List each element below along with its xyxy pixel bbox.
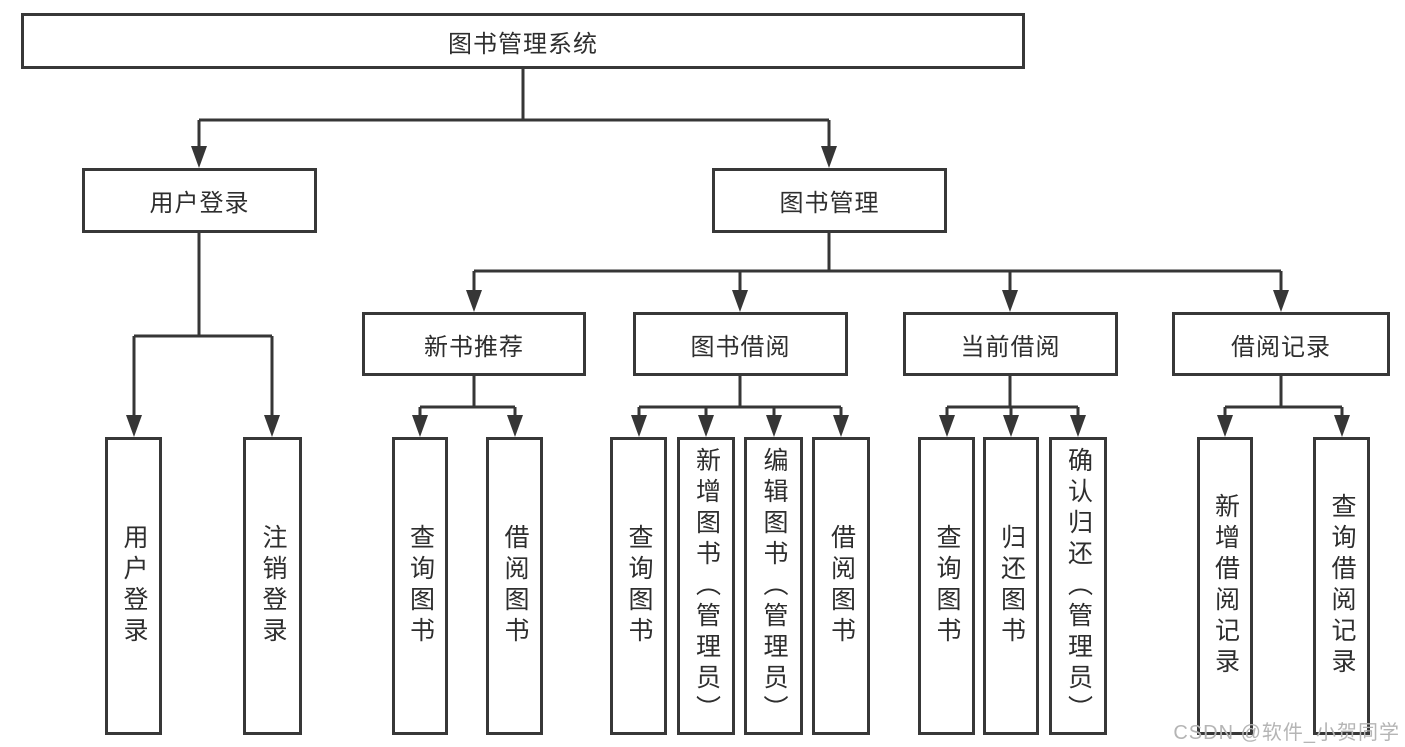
- node-borrow-records: 借阅记录: [1172, 312, 1390, 376]
- leaf-confirm-return-admin: 确认归还（管理员）: [1049, 437, 1107, 735]
- node-book-management: 图书管理: [712, 168, 947, 233]
- leaf-add-borrow-record: 新增借阅记录: [1197, 437, 1253, 735]
- csdn-watermark: CSDN @软件_小贺同学: [1173, 722, 1400, 744]
- leaf-query-books-current: 查询图书: [918, 437, 975, 735]
- leaf-borrow-books-recommend: 借阅图书: [486, 437, 543, 735]
- leaf-query-books-recommend: 查询图书: [392, 437, 448, 735]
- leaf-return-books: 归还图书: [983, 437, 1039, 735]
- leaf-user-login: 用户登录: [105, 437, 162, 735]
- leaf-query-books-borrowing: 查询图书: [610, 437, 667, 735]
- leaf-edit-book-admin: 编辑图书（管理员）: [744, 437, 803, 735]
- leaf-add-book-admin: 新增图书（管理员）: [677, 437, 735, 735]
- leaf-logout: 注销登录: [243, 437, 302, 735]
- node-current-borrowing: 当前借阅: [903, 312, 1118, 376]
- node-new-book-recommend: 新书推荐: [362, 312, 586, 376]
- leaf-borrow-books-borrowing: 借阅图书: [812, 437, 870, 735]
- node-book-borrowing: 图书借阅: [633, 312, 848, 376]
- leaf-query-borrow-record: 查询借阅记录: [1313, 437, 1370, 735]
- node-user-login: 用户登录: [82, 168, 317, 233]
- node-root: 图书管理系统: [21, 13, 1025, 69]
